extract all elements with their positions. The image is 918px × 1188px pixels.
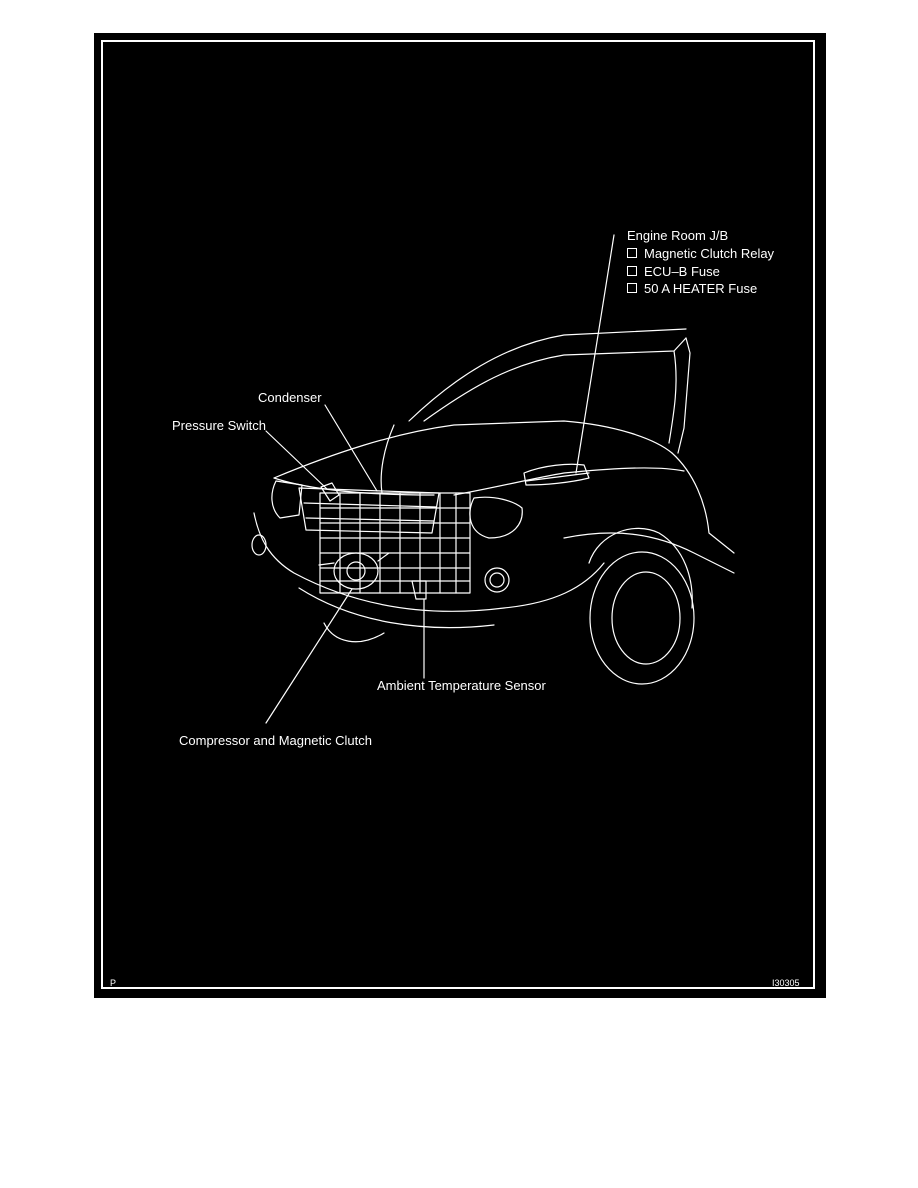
front-wheel-inner (611, 571, 681, 665)
side-body (671, 452, 735, 554)
engine-room-item-label: 50 A HEATER Fuse (644, 281, 758, 296)
front-wheel-arch (588, 527, 693, 609)
right-headlight (469, 496, 523, 539)
engine-room-item-label: Magnetic Clutch Relay (644, 246, 775, 261)
checkbox-icon (627, 266, 637, 276)
compressor-body (333, 552, 379, 590)
condenser-core (319, 492, 471, 594)
engine-room-item-heater-fuse: 50 A HEATER Fuse (627, 281, 757, 296)
windshield (423, 337, 687, 422)
leader-compressor (265, 588, 353, 724)
checkbox-icon (627, 248, 637, 258)
vehicle-illustration (251, 234, 735, 724)
roof-line (408, 328, 687, 422)
hood-top (273, 420, 673, 479)
left-fog-lamp (251, 534, 267, 556)
a-pillar (668, 350, 677, 444)
corner-letter: P (110, 978, 117, 988)
left-headlight (271, 480, 303, 519)
label-pressure-switch: Pressure Switch (172, 418, 266, 433)
diagram-frame (101, 40, 815, 989)
bumper (253, 512, 605, 612)
hood-crease (380, 424, 395, 494)
label-compressor-and-magnetic-clutch: Compressor and Magnetic Clutch (179, 733, 372, 748)
engine-room-item-ecu-b-fuse: ECU–B Fuse (627, 264, 720, 279)
right-fog-lamp (484, 567, 510, 593)
side-lower (563, 532, 735, 574)
checkbox-icon (627, 283, 637, 293)
label-condenser: Condenser (258, 390, 322, 405)
grille (298, 487, 440, 534)
leader-jb (575, 234, 615, 474)
figure-id: I30305 (772, 978, 800, 988)
label-engine-room-jb: Engine Room J/B (627, 228, 729, 243)
hood-front (273, 477, 435, 496)
right-fender (453, 467, 685, 496)
label-ambient-temperature-sensor: Ambient Temperature Sensor (377, 678, 546, 693)
side-window (677, 337, 691, 454)
engine-room-item-label: ECU–B Fuse (644, 264, 720, 279)
junction-block (523, 463, 590, 486)
diagram-figure: Engine Room J/B Magnetic Clutch Relay EC… (94, 33, 826, 998)
right-fog-lamp-inner (489, 572, 505, 588)
ambient-sensor-part (411, 580, 427, 600)
engine-room-item-magnetic-clutch-relay: Magnetic Clutch Relay (627, 246, 774, 261)
bumper-lower (298, 587, 495, 629)
pressure-switch-part (320, 482, 340, 502)
left-wheel-hint (323, 622, 385, 643)
leader-condenser (324, 404, 378, 492)
leader-pressure-switch (265, 430, 328, 490)
front-wheel (589, 551, 695, 685)
